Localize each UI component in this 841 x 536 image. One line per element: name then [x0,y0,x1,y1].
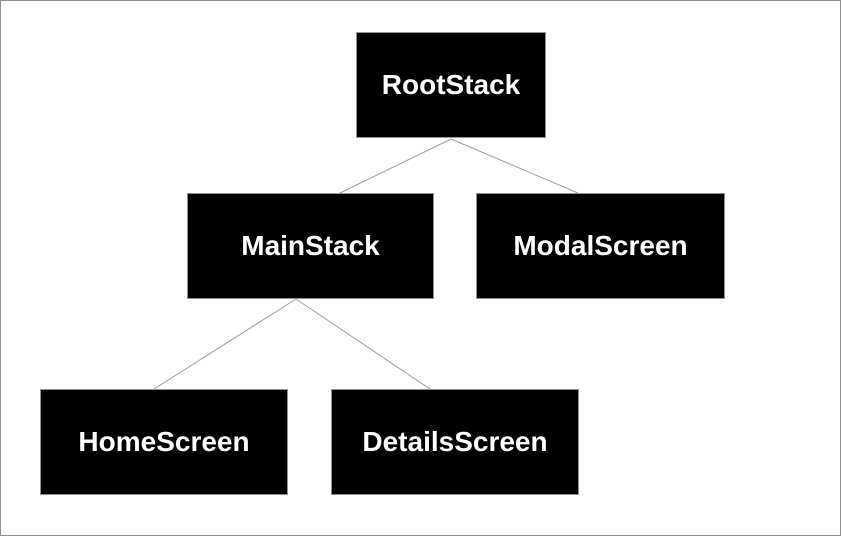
node-mainstack: MainStack [187,193,434,299]
node-mainstack-label: MainStack [241,230,380,261]
edge-mainstack-detailsscreen [295,298,431,390]
edge-rootstack-mainstack [339,138,452,194]
node-detailsscreen: DetailsScreen [331,389,579,495]
edge-rootstack-modalscreen [450,138,579,194]
node-homescreen-label: HomeScreen [78,426,250,457]
edge-mainstack-homescreen [153,298,297,390]
node-homescreen: HomeScreen [40,389,288,495]
node-modalscreen-label: ModalScreen [513,230,688,261]
node-modalscreen: ModalScreen [476,193,725,299]
node-rootstack-label: RootStack [381,69,521,100]
node-detailsscreen-label: DetailsScreen [362,426,548,457]
node-rootstack: RootStack [356,32,546,138]
